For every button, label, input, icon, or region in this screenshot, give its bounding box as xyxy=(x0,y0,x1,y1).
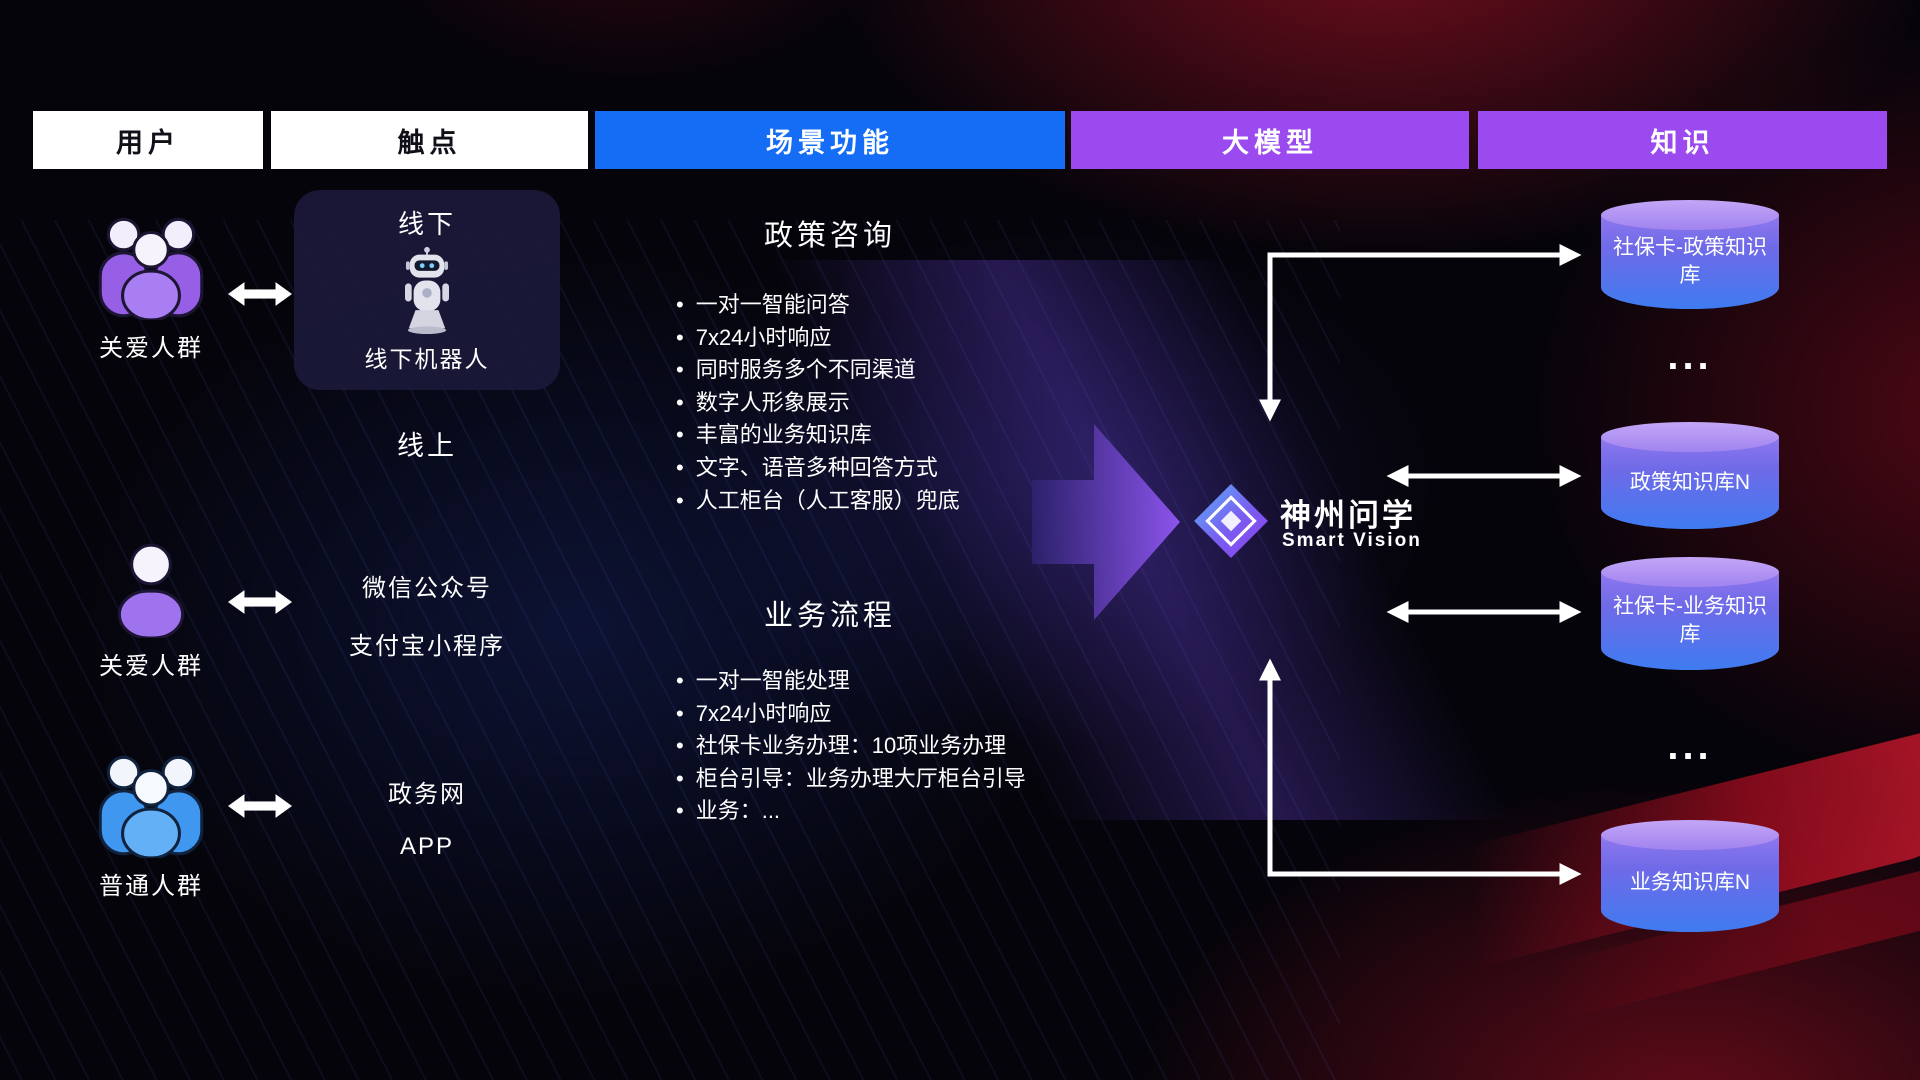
list-item: 社保卡业务办理：10项业务办理 xyxy=(676,730,1096,763)
knowledge-db-business-ssc: 社保卡-业务知识库 xyxy=(1601,557,1779,670)
offline-robot-label: 线下机器人 xyxy=(364,346,490,372)
knowledge-db-business-n: 业务知识库N xyxy=(1601,820,1779,932)
list-item: 柜台引导：业务办理大厅柜台引导 xyxy=(676,763,1096,796)
smart-vision-logo-icon xyxy=(1194,484,1268,558)
exchange-arrow-icon xyxy=(228,282,292,306)
cylinder-top xyxy=(1601,557,1779,587)
list-item: 业务：... xyxy=(676,795,1096,828)
people-group-purple-icon xyxy=(98,217,204,320)
list-item: 7x24小时响应 xyxy=(676,322,1096,355)
channel-wechat: 微信公众号 xyxy=(362,575,492,602)
list-item: 文字、语音多种回答方式 xyxy=(676,452,1096,485)
user-group-care-1: 关爱人群 xyxy=(56,208,246,363)
user-label: 关爱人群 xyxy=(99,653,203,680)
cylinder-body xyxy=(1601,572,1779,670)
channel-app: APP xyxy=(399,833,455,860)
exchange-arrow-icon xyxy=(228,590,292,614)
knowledge-db-label: 社保卡-政策知识库 xyxy=(1613,236,1767,287)
list-item: 丰富的业务知识库 xyxy=(676,419,1096,452)
cylinder-top xyxy=(1601,820,1779,850)
cylinder-body xyxy=(1601,437,1779,529)
user-group-care-2: 关爱人群 xyxy=(56,540,246,681)
people-group-blue-icon xyxy=(98,755,204,858)
scenario-title-policy: 政策咨询 xyxy=(763,220,896,252)
knowledge-db-label: 社保卡-业务知识库 xyxy=(1613,595,1767,646)
cylinder-body xyxy=(1601,215,1779,309)
cylinder-top xyxy=(1601,422,1779,452)
channel-gov-web: 政务网 xyxy=(388,781,466,808)
flow-arrow-icon xyxy=(1032,424,1180,620)
offline-title: 线下 xyxy=(397,209,456,239)
list-item: 一对一智能处理 xyxy=(676,665,1096,698)
knowledge-db-policy-ssc: 社保卡-政策知识库 xyxy=(1601,200,1779,309)
knowledge-db-label: 业务知识库N xyxy=(1629,871,1751,895)
scenario-policy-list: 一对一智能问答 7x24小时响应 同时服务多个不同渠道 数字人形象展示 丰富的业… xyxy=(676,289,1096,517)
ellipsis-policy: ... xyxy=(1667,334,1713,378)
header-users: 用户 xyxy=(33,111,263,169)
knowledge-db-label: 政策知识库N xyxy=(1629,470,1751,494)
list-item: 同时服务多个不同渠道 xyxy=(676,354,1096,387)
scenario-title-business: 业务流程 xyxy=(763,600,896,632)
user-label: 普通人群 xyxy=(99,873,203,900)
header-touchpoints: 触点 xyxy=(271,111,588,169)
header-knowledge: 知识 xyxy=(1478,111,1887,169)
user-group-general: 普通人群 xyxy=(56,746,246,901)
cylinder-body xyxy=(1601,835,1779,932)
offline-touchpoint-panel: 线下 线下机器人 xyxy=(294,190,560,390)
diagonal-streaks-decoration xyxy=(0,220,1340,1080)
online-title: 线上 xyxy=(397,431,457,461)
list-item: 人工柜台（人工客服）兜底 xyxy=(676,485,1096,518)
person-purple-icon xyxy=(117,543,185,638)
model-subtitle: Smart Vision xyxy=(1282,530,1422,551)
header-scenarios: 场景功能 xyxy=(595,111,1065,169)
ellipsis-business: ... xyxy=(1667,724,1713,768)
user-label: 关爱人群 xyxy=(99,335,203,362)
model-name: 神州问学 xyxy=(1280,498,1416,533)
knowledge-db-policy-n: 政策知识库N xyxy=(1601,422,1779,529)
channel-alipay: 支付宝小程序 xyxy=(349,633,505,660)
list-item: 7x24小时响应 xyxy=(676,698,1096,731)
list-item: 一对一智能问答 xyxy=(676,289,1096,322)
exchange-arrow-icon xyxy=(228,794,292,818)
robot-icon xyxy=(405,246,449,334)
header-model: 大模型 xyxy=(1071,111,1469,169)
cylinder-top xyxy=(1601,200,1779,230)
list-item: 数字人形象展示 xyxy=(676,387,1096,420)
scenario-business-list: 一对一智能处理 7x24小时响应 社保卡业务办理：10项业务办理 柜台引导：业务… xyxy=(676,665,1096,828)
